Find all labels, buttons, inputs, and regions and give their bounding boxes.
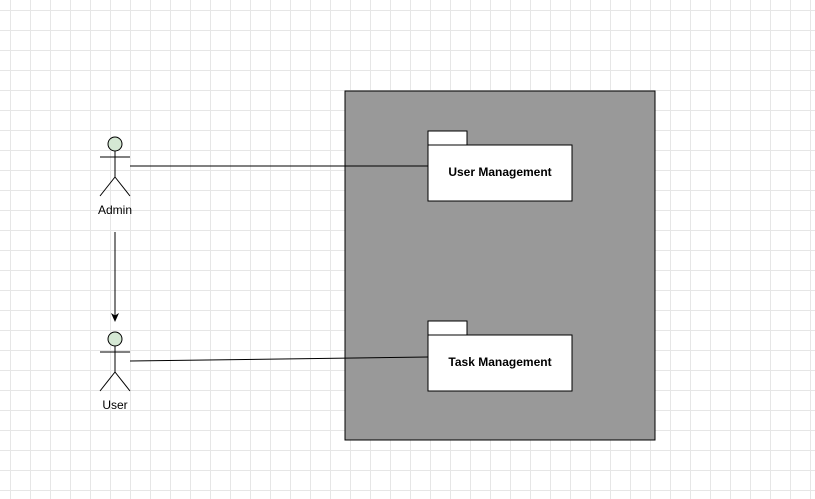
- association-user-task-management[interactable]: [129, 356, 429, 362]
- package-body: [427, 144, 573, 202]
- package-label: Task Management: [448, 355, 551, 369]
- package-user-management[interactable]: User Management: [427, 130, 573, 202]
- actor-label: Admin: [98, 203, 132, 217]
- actor-right-leg: [114, 371, 131, 392]
- actor-label: User: [102, 398, 127, 412]
- actor-head-icon: [107, 136, 123, 152]
- actor-admin[interactable]: Admin: [98, 136, 132, 217]
- package-tab: [427, 320, 468, 336]
- package-label: User Management: [448, 165, 551, 179]
- actor-user[interactable]: User: [99, 331, 131, 412]
- actor-left-leg: [99, 176, 116, 197]
- package-task-management[interactable]: Task Management: [427, 320, 573, 392]
- actor-left-leg: [99, 371, 116, 392]
- package-body: [427, 334, 573, 392]
- actor-head-icon: [107, 331, 123, 347]
- actor-right-leg: [114, 176, 131, 197]
- package-tab: [427, 130, 468, 146]
